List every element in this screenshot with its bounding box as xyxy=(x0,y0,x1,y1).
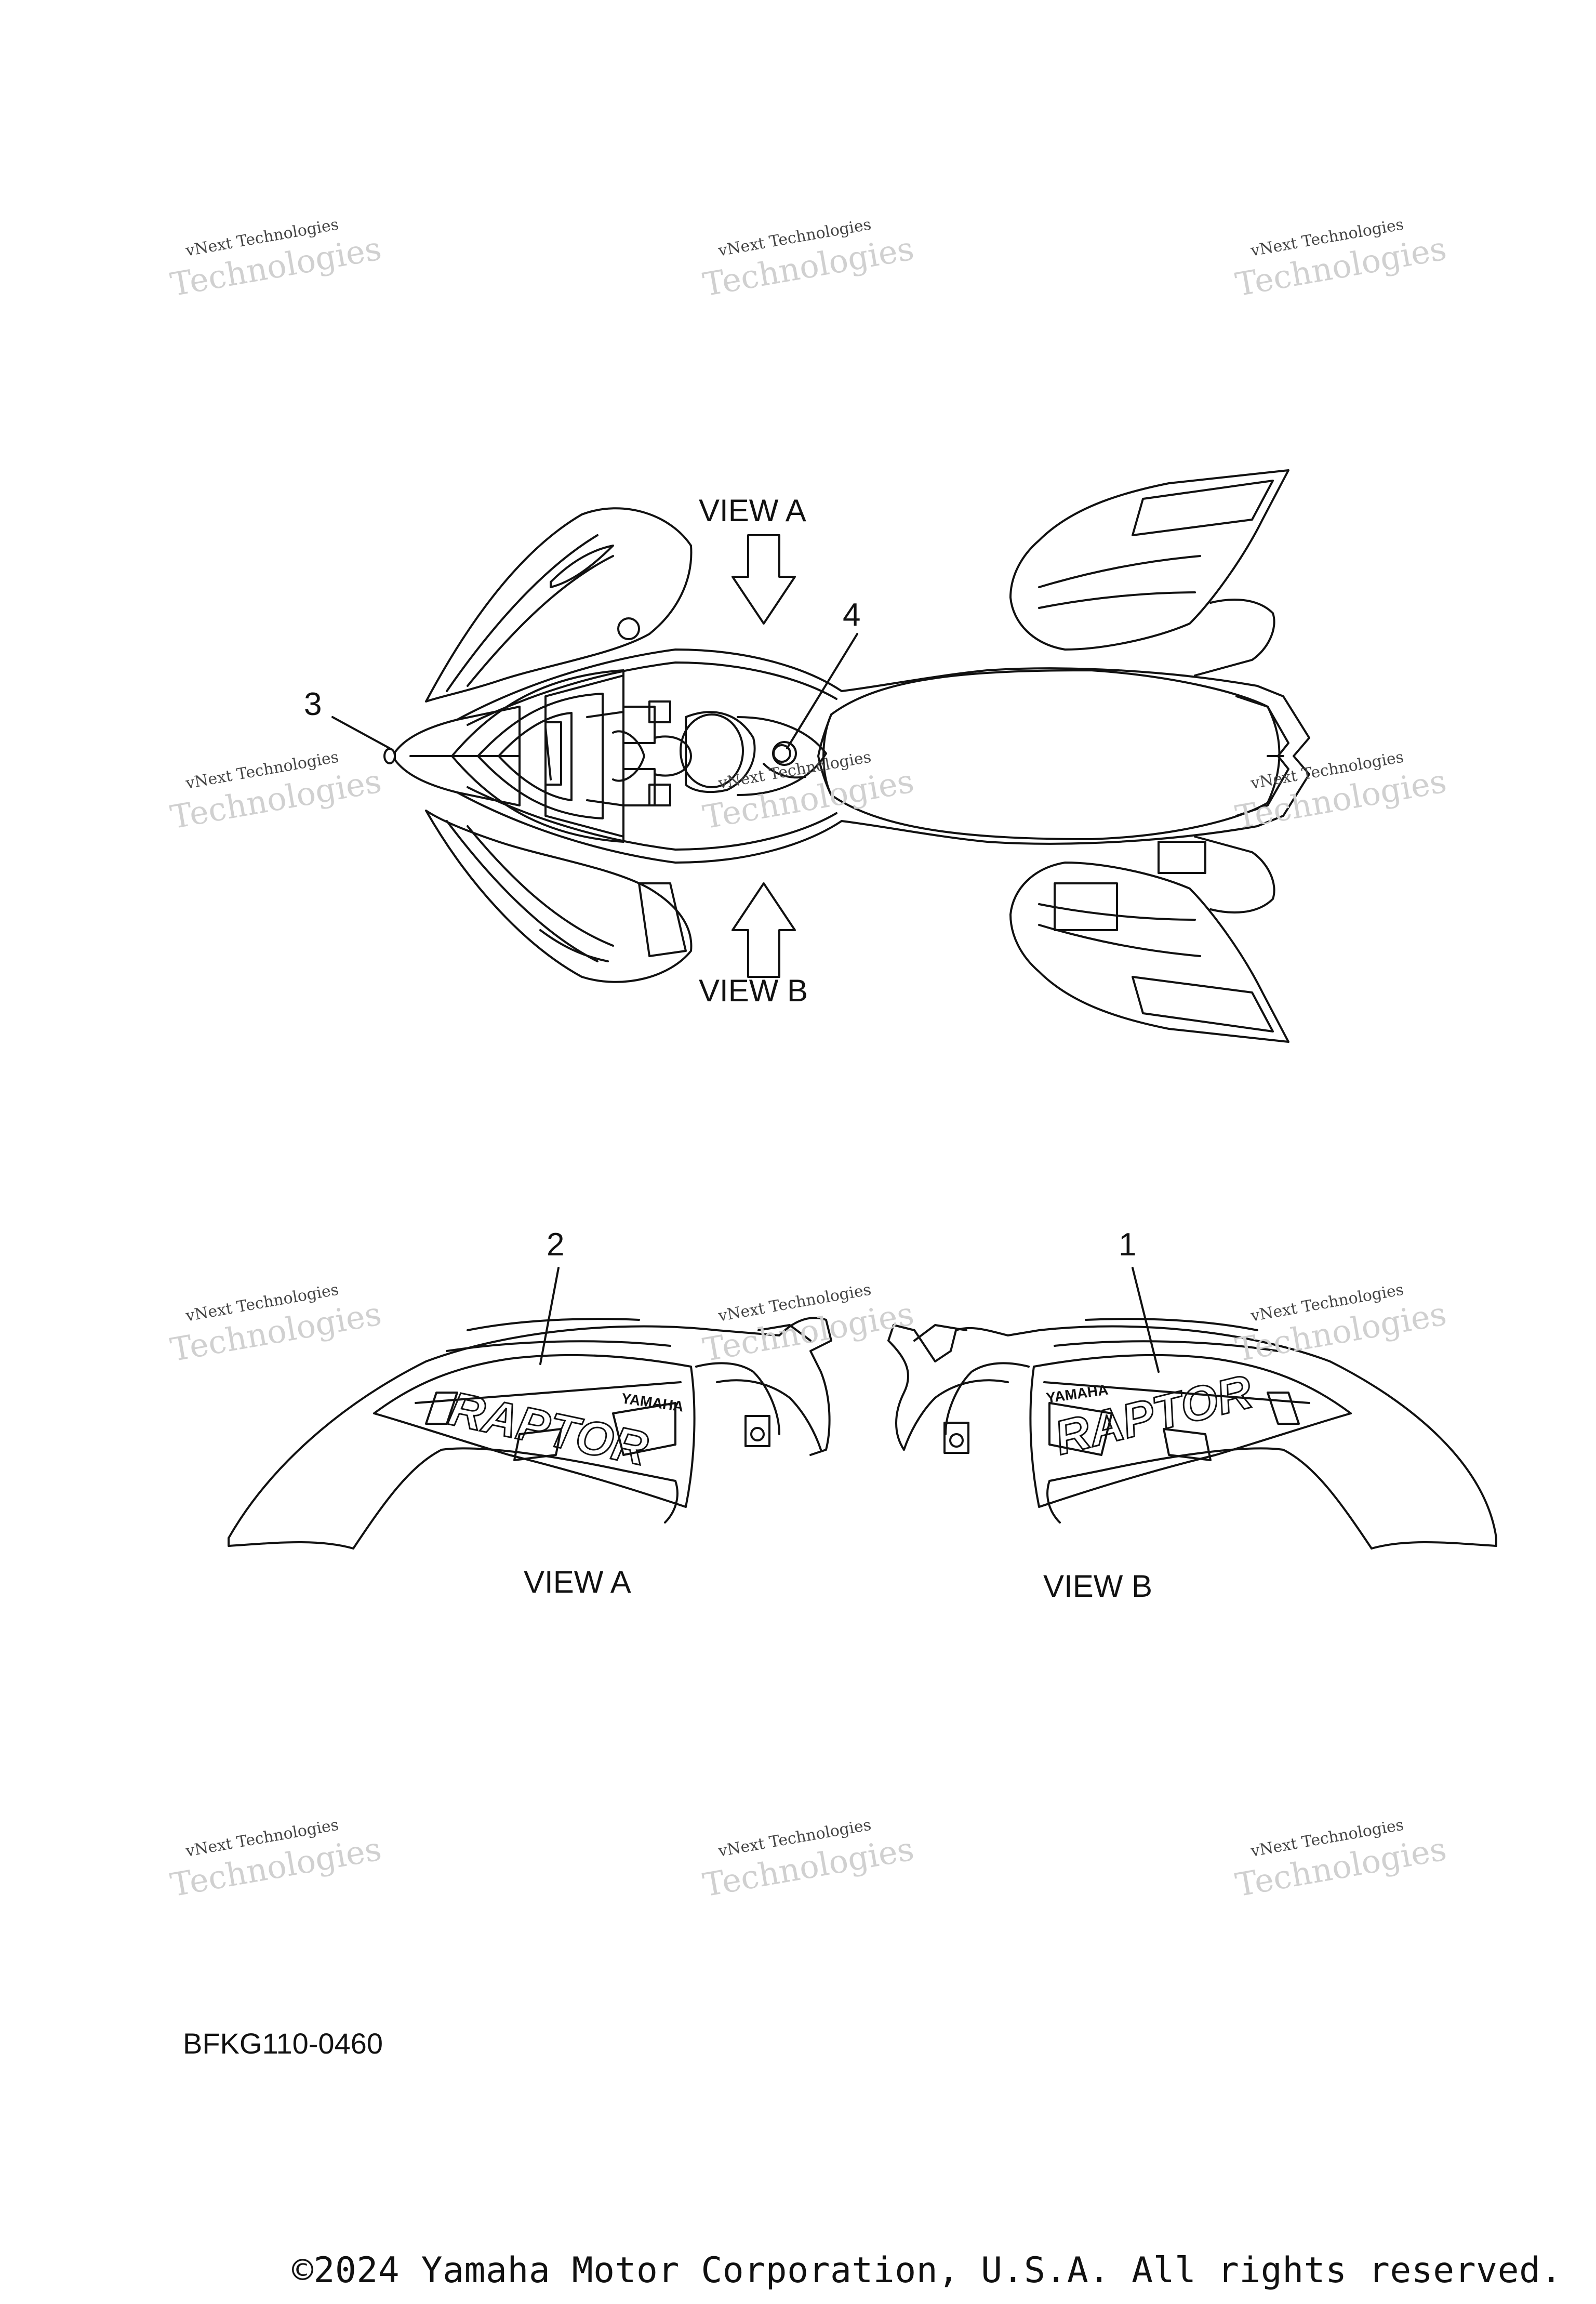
view-b-fender xyxy=(887,1318,1497,1550)
view-a-bottom-label: VIEW A xyxy=(524,1565,631,1599)
view-a-decal xyxy=(373,1354,696,1508)
view-a-decal-text: YAMAHA RAPTOR xyxy=(444,1381,684,1476)
callout-1: 1 xyxy=(1119,1227,1137,1263)
view-b-arrow xyxy=(732,882,796,978)
view-b-decal xyxy=(1029,1354,1352,1508)
callout-2: 2 xyxy=(547,1227,565,1263)
leader-2 xyxy=(539,1267,560,1365)
leader-1 xyxy=(1132,1267,1160,1373)
rear-left-fender xyxy=(1009,469,1289,651)
front-left-fender xyxy=(425,507,693,703)
front-nose xyxy=(394,706,521,806)
rear-right-fender xyxy=(1009,862,1289,1043)
copyright-notice: ©2024 Yamaha Motor Corporation, U.S.A. A… xyxy=(292,2250,1562,2291)
callout-3: 3 xyxy=(304,686,322,722)
body-lower-edge xyxy=(456,791,1258,864)
view-a-top-label: VIEW A xyxy=(699,493,806,528)
leader-4 xyxy=(786,633,858,749)
front-right-fender xyxy=(425,810,693,983)
view-a-model: RAPTOR xyxy=(445,1382,653,1476)
atv-top-view xyxy=(383,469,1310,1043)
view-a-arrow xyxy=(732,534,796,625)
view-a-fender xyxy=(228,1317,832,1550)
part-code: BFKG110-0460 xyxy=(183,2027,383,2060)
view-b-bottom-label: VIEW B xyxy=(1043,1569,1153,1604)
callout-4: 4 xyxy=(843,597,861,633)
view-b-top-label: VIEW B xyxy=(699,973,808,1008)
body-upper-edge xyxy=(456,648,1258,721)
seat xyxy=(822,669,1281,840)
leader-3 xyxy=(331,716,391,749)
